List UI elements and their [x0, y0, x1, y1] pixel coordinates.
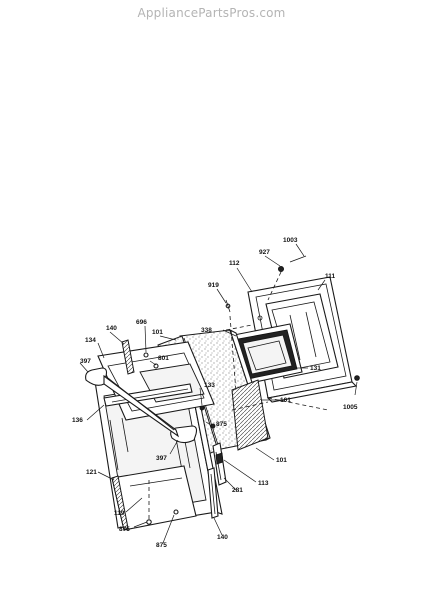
- callout-875-right: 875: [216, 421, 227, 428]
- bumper-1005: [354, 375, 360, 381]
- callout-131: 131: [310, 365, 321, 372]
- callout-113: 113: [258, 480, 269, 487]
- screw-875a: [210, 423, 216, 429]
- leader-lines: [79, 243, 358, 544]
- callout-1003: 1003: [283, 237, 298, 244]
- door-hinge-140-upper: [121, 339, 135, 375]
- callout-labels: 1003 927 112 111 919 696 140 134 101 338…: [72, 237, 358, 549]
- screw-696: [143, 352, 149, 358]
- door-side-rail-281: [212, 442, 227, 486]
- callout-134: 134: [85, 337, 96, 344]
- callout-121: 121: [86, 469, 97, 476]
- callout-111: 111: [325, 273, 336, 280]
- callout-140-upper: 140: [106, 325, 117, 332]
- door-liner-101: [231, 379, 269, 451]
- callout-281: 281: [232, 487, 243, 494]
- callout-338: 338: [201, 327, 212, 334]
- screw-875b: [146, 519, 152, 525]
- callout-101-mid: 101: [280, 397, 291, 404]
- screw-801: [153, 363, 159, 369]
- callout-101-lower: 101: [276, 457, 287, 464]
- screw-1003: [289, 255, 307, 263]
- inner-window-frame-131: [233, 323, 303, 385]
- callout-397-upper: 397: [80, 358, 91, 365]
- watermark: AppliancePartsPros.com: [137, 6, 286, 20]
- clip-133: [199, 405, 205, 411]
- door-hinge-140-lower: [207, 467, 219, 519]
- callout-875-bottom: 875: [156, 542, 167, 549]
- screw-927: [277, 265, 284, 272]
- callout-136: 136: [72, 417, 83, 424]
- callout-119: 119: [114, 510, 125, 517]
- callout-140-lower: 140: [217, 534, 228, 541]
- callout-696: 696: [136, 319, 147, 326]
- callout-919: 919: [208, 282, 219, 289]
- door-bottom-trim-119: [111, 465, 197, 531]
- callout-1005: 1005: [343, 404, 358, 411]
- door-handle-397: [85, 367, 198, 444]
- callout-101-upper: 101: [152, 329, 163, 336]
- callout-927: 927: [259, 249, 270, 256]
- screw-875c: [173, 509, 179, 515]
- screws: [143, 255, 360, 525]
- callout-133: 133: [204, 382, 215, 389]
- callout-397-lower: 397: [156, 455, 167, 462]
- callout-112: 112: [229, 260, 240, 267]
- callout-875-left: 875: [119, 526, 130, 533]
- callout-801: 801: [158, 355, 169, 362]
